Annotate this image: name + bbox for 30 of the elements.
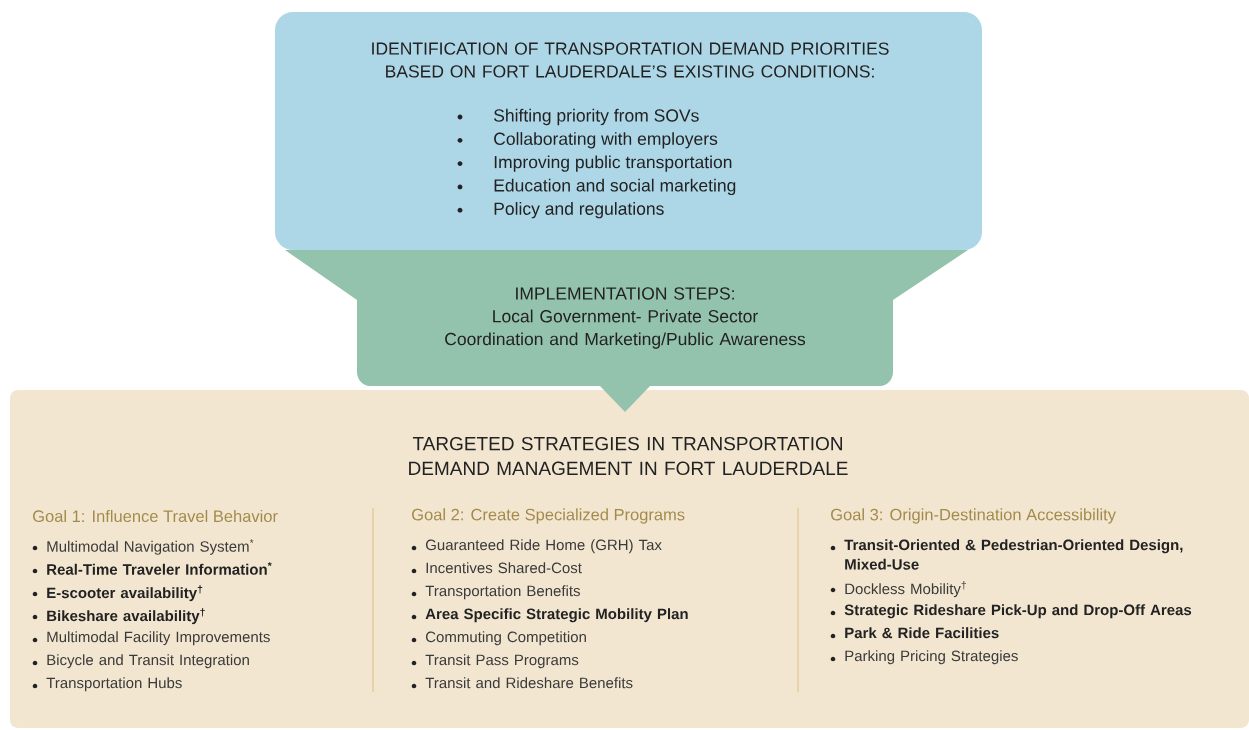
bullet-item: Bicycle and Transit Integration <box>32 654 249 669</box>
strategy-panel: TARGETED STRATEGIES IN TRANSPORTATION DEMAND MANAGEMENT IN FORT LAUDERDALE Goal 1: Influence Travel Behavior Multimodal Navigation System$^{*}$ Real-Time Traveler Information$^{*}$ E-scooter availability$^{†}$ Bikeshare availability$^{†}$ Multimodal Facility Improvements Bicycle and Transit Integration Transportation Hubs Goal 2: Create Specialized Programs Guaranteed Ride Home (GRH) Tax Incentives Shared-Cost Transportation Benefits Area Specific Strategic Mobility Plan Commuting Competition Transit Pass Programs Transit and Rideshare Benefits Goal 3: Origin-Destination Accessibility Transit-Oriented & Pedestrian-Oriented Design, Mixed-Use Dockless Mobility$^{†}$ Strategic Rideshare Pick-Up and Drop-Off Areas Park & Ride Facilities Parking Pricing Strategies <box>10 390 1249 728</box>
goal-heading: Goal 2: Create Specialized Programs <box>412 508 685 524</box>
bullet-item: Multimodal Navigation System$^{*}$ <box>32 539 254 555</box>
bullet-item: Dockless Mobility$^{†}$ <box>830 581 967 598</box>
bullet-item: Park & Ride Facilities <box>830 627 999 639</box>
box-heading: IDENTIFICATION OF TRANSPORTATION DEMAND PRIORITIES BASED ON FORT LAUDERDALE’S EXISTING CONDITIONS: <box>372 42 889 78</box>
bullet-item: Transit Pass Programs <box>411 654 579 669</box>
bullet-item: Bikeshare availability$^{†}$ <box>32 608 205 625</box>
priorities-box <box>275 12 982 250</box>
bullet-item: Improving public transportation <box>457 155 732 172</box>
bullet-item: Collaborating with employers <box>457 132 718 149</box>
bullet-item: Multimodal Facility Improvements <box>32 631 270 646</box>
bullet-item: Commuting Competition <box>411 631 586 646</box>
bullet-item: Parking Pricing Strategies <box>830 650 1018 665</box>
bullet-item: Transportation Benefits <box>411 585 580 600</box>
bullet-item: Strategic Rideshare Pick-Up and Drop-Off Areas <box>830 604 1192 619</box>
bullet-item: E-scooter availability$^{†}$ <box>32 585 203 602</box>
goal-heading: Goal 1: Influence Travel Behavior <box>33 509 278 523</box>
bullet-item: Transportation Hubs <box>32 677 182 692</box>
bullet-item: Education and social marketing <box>457 178 736 196</box>
bullet-item: Guaranteed Ride Home (GRH) Tax <box>411 539 662 554</box>
goal-heading: Goal 3: Origin-Destination Accessibility <box>831 508 1116 524</box>
bullet-item: Real-Time Traveler Information$^{*}$ <box>32 562 272 575</box>
bullet-item: Incentives Shared-Cost <box>411 562 582 574</box>
bullet-item: Transit and Rideshare Benefits <box>411 677 633 689</box>
bullet-item: Transit-Oriented & Pedestrian-Oriented Design, Mixed-Use <box>830 539 1183 570</box>
bullet-item: Area Specific Strategic Mobility Plan <box>411 608 688 623</box>
bullet-item: Policy and regulations <box>457 202 664 219</box>
bullet-item: Shifting priority from SOVs <box>457 108 699 126</box>
